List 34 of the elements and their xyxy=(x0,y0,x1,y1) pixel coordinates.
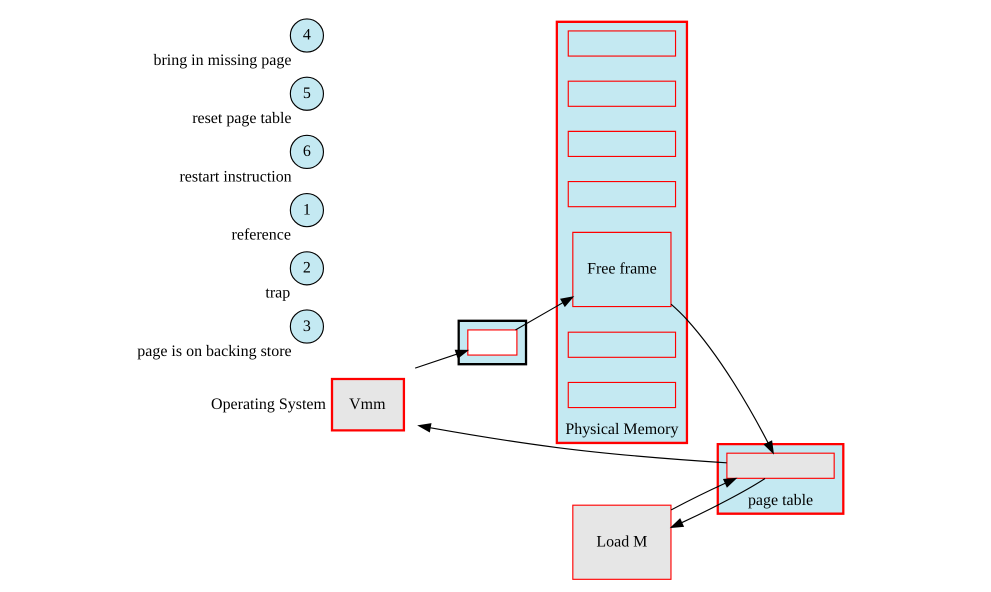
node-circle: 1 xyxy=(290,193,324,228)
arrow xyxy=(417,423,727,464)
node-circle: 6 xyxy=(290,134,324,170)
node-label: page is on backing store xyxy=(137,342,292,360)
cluster xyxy=(716,442,844,515)
node-bar xyxy=(568,382,676,408)
node-label: trap xyxy=(265,284,290,302)
node-circle: 2 xyxy=(290,251,324,286)
node-box: Load M xyxy=(572,504,672,580)
node-label: restart instruction xyxy=(179,168,292,186)
node-box xyxy=(467,329,518,356)
node-bar xyxy=(568,80,676,107)
node-label: reference xyxy=(232,226,291,244)
node-label: Operating System xyxy=(211,396,326,413)
node-label: reset page table xyxy=(192,110,292,128)
cluster xyxy=(458,320,528,366)
arrow xyxy=(515,296,574,330)
node-bar xyxy=(726,452,835,479)
node-bar xyxy=(568,332,676,358)
node-bar xyxy=(568,181,676,208)
node-circle: 3 xyxy=(290,309,324,344)
cluster xyxy=(556,20,688,444)
node-bar xyxy=(568,30,676,57)
node-circle: 5 xyxy=(290,76,324,111)
arrow xyxy=(670,304,774,455)
arrow xyxy=(414,350,470,369)
node-box: Free frame xyxy=(572,232,672,308)
node-label: Physical Memory xyxy=(565,421,678,438)
node-circle: 4 xyxy=(290,18,324,53)
node-bar xyxy=(568,130,676,158)
node-label: page table xyxy=(748,492,814,509)
arrow xyxy=(670,478,738,510)
node-label: bring in missing page xyxy=(153,52,292,69)
arrow xyxy=(670,478,766,528)
